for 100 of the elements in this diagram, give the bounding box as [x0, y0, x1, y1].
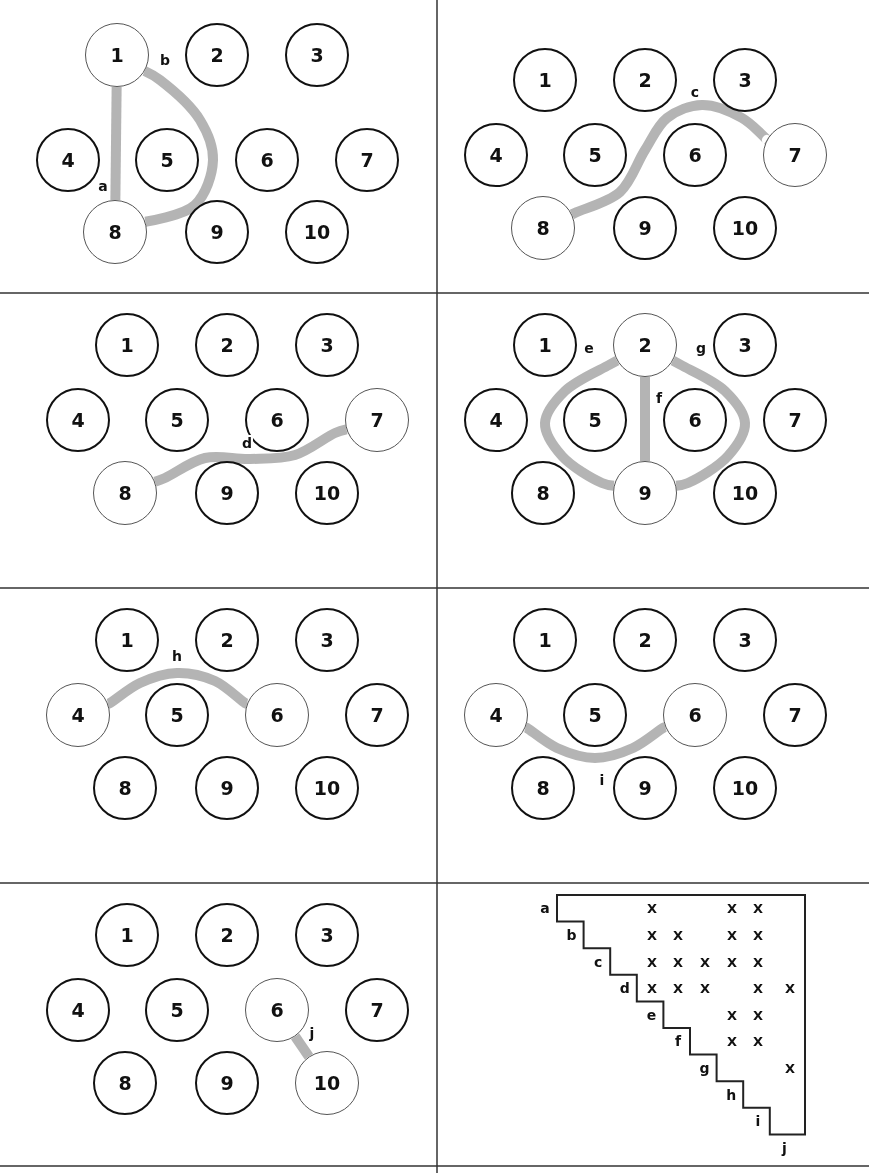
numbered-circle: 8 — [93, 461, 157, 525]
numbered-circle: 9 — [613, 756, 677, 820]
numbered-circle: 6 — [663, 683, 727, 747]
conflict-mark: X — [647, 954, 657, 969]
numbered-circle: 3 — [295, 903, 359, 967]
tube-connector — [105, 668, 250, 709]
tube-connector — [540, 356, 620, 491]
numbered-circle: 4 — [464, 388, 528, 452]
numbered-circle: 7 — [763, 123, 827, 187]
numbered-circle: 10 — [295, 756, 359, 820]
numbered-circle: 7 — [763, 683, 827, 747]
conflict-mark: X — [647, 927, 657, 943]
conflict-mark: X — [753, 927, 763, 943]
numbered-circle: 6 — [663, 388, 727, 452]
tube-connector — [569, 100, 772, 219]
edge-label: d — [241, 435, 253, 451]
row-label: c — [594, 954, 603, 969]
numbered-circle: 9 — [185, 200, 249, 264]
conflict-mark: X — [727, 927, 737, 943]
numbered-circle: 9 — [613, 461, 677, 525]
numbered-circle: 8 — [511, 196, 575, 260]
numbered-circle: 4 — [46, 978, 110, 1042]
numbered-circle: 8 — [511, 756, 575, 820]
numbered-circle: 9 — [195, 756, 259, 820]
conflict-mark: X — [753, 1007, 763, 1023]
tube-connector — [290, 1033, 314, 1060]
conflict-mark: X — [727, 900, 737, 916]
numbered-circle: 1 — [513, 48, 577, 112]
row-label: e — [646, 1007, 657, 1023]
conflict-mark: X — [647, 900, 657, 916]
numbered-circle: 7 — [763, 388, 827, 452]
numbered-circle: 3 — [713, 48, 777, 112]
numbered-circle: 8 — [511, 461, 575, 525]
tube-connector — [142, 66, 218, 227]
numbered-circle: 4 — [46, 683, 110, 747]
conflict-mark: X — [785, 980, 795, 996]
edge-label: j — [308, 1025, 316, 1041]
numbered-circle: 5 — [563, 683, 627, 747]
numbered-circle: 7 — [335, 128, 399, 192]
numbered-circle: 5 — [563, 388, 627, 452]
numbered-circle: 3 — [295, 608, 359, 672]
row-label: b — [566, 927, 577, 943]
conflict-mark: X — [785, 1060, 795, 1076]
numbered-circle: 4 — [464, 123, 528, 187]
conflict-mark: X — [727, 1033, 737, 1049]
numbered-circle: 2 — [613, 313, 677, 377]
conflict-mark: X — [753, 954, 763, 969]
row-label: f — [674, 1033, 682, 1049]
numbered-circle: 10 — [295, 1051, 359, 1115]
numbered-circle: 3 — [713, 313, 777, 377]
edge-label: b — [159, 52, 171, 68]
row-label: d — [619, 980, 630, 996]
numbered-circle: 4 — [464, 683, 528, 747]
numbered-circle: 4 — [46, 388, 110, 452]
numbered-circle: 3 — [295, 313, 359, 377]
numbered-circle: 6 — [245, 683, 309, 747]
conflict-mark: X — [753, 980, 763, 996]
numbered-circle: 4 — [36, 128, 100, 192]
numbered-circle: 7 — [345, 978, 409, 1042]
tube-connector — [153, 424, 348, 487]
tube-connector — [522, 722, 668, 763]
tube-connector — [640, 377, 650, 461]
numbered-circle: 2 — [195, 313, 259, 377]
conflict-mark: X — [673, 954, 683, 969]
conflict-mark: X — [673, 927, 683, 943]
numbered-circle: 2 — [613, 48, 677, 112]
numbered-circle: 8 — [93, 756, 157, 820]
numbered-circle: 10 — [713, 756, 777, 820]
numbered-circle: 1 — [513, 608, 577, 672]
numbered-circle: 10 — [295, 461, 359, 525]
numbered-circle: 5 — [145, 978, 209, 1042]
row-label: a — [540, 900, 550, 916]
conflict-mark: X — [727, 1007, 737, 1023]
numbered-circle: 2 — [185, 23, 249, 87]
numbered-circle: 9 — [195, 1051, 259, 1115]
numbered-circle: 9 — [195, 461, 259, 525]
numbered-circle: 1 — [95, 608, 159, 672]
numbered-circle: 6 — [235, 128, 299, 192]
conflict-mark: X — [753, 1033, 763, 1049]
numbered-circle: 1 — [513, 313, 577, 377]
row-label: i — [755, 1113, 761, 1129]
numbered-circle: 1 — [95, 313, 159, 377]
tube-connector — [110, 86, 122, 201]
row-label: j — [782, 1140, 787, 1156]
numbered-circle: 5 — [563, 123, 627, 187]
numbered-circle: 2 — [195, 608, 259, 672]
numbered-circle: 6 — [245, 978, 309, 1042]
numbered-circle: 10 — [713, 196, 777, 260]
numbered-circle: 1 — [85, 23, 149, 87]
conflict-mark: X — [700, 980, 710, 996]
conflict-mark: X — [753, 900, 763, 916]
numbered-circle: 5 — [145, 683, 209, 747]
numbered-circle: 7 — [345, 683, 409, 747]
numbered-circle: 2 — [195, 903, 259, 967]
row-label: g — [699, 1060, 710, 1076]
numbered-circle: 3 — [713, 608, 777, 672]
conflict-mark: X — [647, 980, 657, 996]
numbered-circle: 7 — [345, 388, 409, 452]
conflict-mark: X — [700, 954, 710, 969]
conflict-mark: X — [673, 980, 683, 996]
